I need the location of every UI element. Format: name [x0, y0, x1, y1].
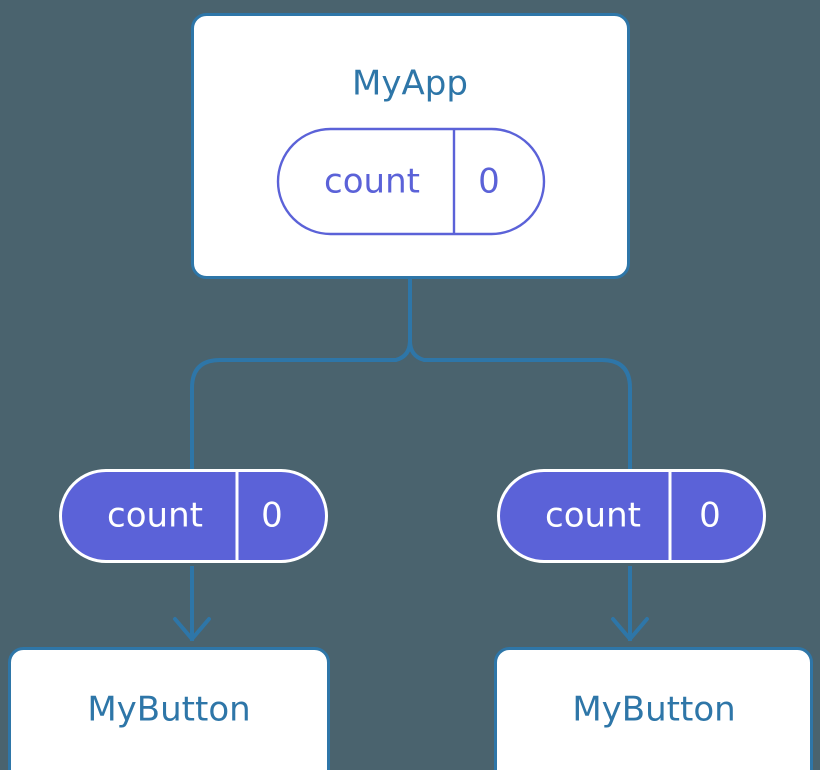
branch-right: count 0 MyButton: [494, 469, 813, 770]
branch-right-state-pill-shape: [497, 469, 766, 563]
branch-right-arrow: [611, 566, 649, 641]
branch-right-arrow-head: [611, 617, 649, 641]
root-state-pill[interactable]: count 0: [276, 127, 546, 236]
branch-left-state-pill[interactable]: count 0: [59, 469, 328, 563]
root-state-pill-shape: [276, 127, 546, 236]
branch-right-child-mybutton[interactable]: MyButton: [494, 647, 813, 770]
branch-left-state-pill-shape: [59, 469, 328, 563]
root-state-value: 0: [478, 162, 500, 202]
branch-right-child-label: MyButton: [572, 690, 735, 730]
branch-right-state-pill[interactable]: count 0: [497, 469, 766, 563]
branch-left: count 0 MyButton: [8, 469, 330, 770]
root-node-label: MyApp: [352, 64, 468, 104]
branch-right-child-box: [494, 647, 813, 770]
tree-connectors: [190, 277, 632, 469]
branch-left-child-box: [8, 647, 330, 770]
branch-connector-left: [190, 340, 412, 469]
branch-left-state-key: count: [107, 496, 203, 536]
branch-right-state-value: 0: [699, 496, 721, 536]
branch-left-arrow-head: [173, 617, 211, 641]
root-state-key: count: [324, 162, 420, 202]
branch-left-arrow: [173, 566, 211, 641]
branch-connector-right: [408, 340, 632, 469]
branch-right-state-key: count: [545, 496, 641, 536]
branch-left-child-mybutton[interactable]: MyButton: [8, 647, 330, 770]
branch-left-state-value: 0: [261, 496, 283, 536]
branch-left-child-label: MyButton: [87, 690, 250, 730]
root-node-myapp[interactable]: MyApp count 0: [191, 13, 630, 279]
